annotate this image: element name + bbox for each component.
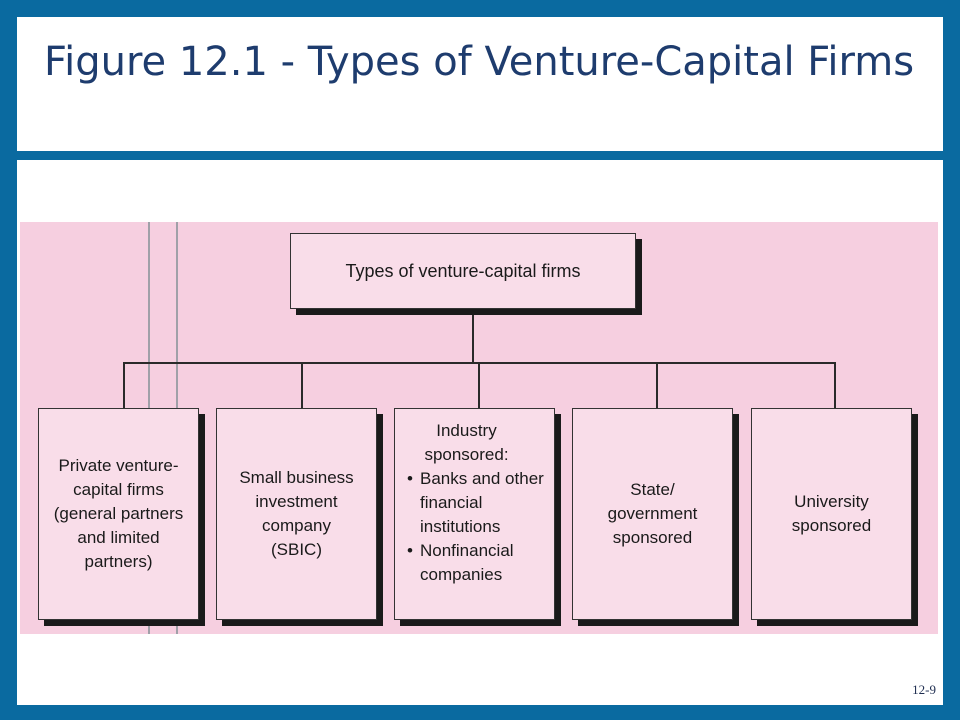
slide-number: 12-9: [912, 682, 936, 697]
connector-line: [472, 309, 474, 363]
slide-title: Figure 12.1 - Types of Venture-Capital F…: [44, 39, 915, 85]
connector-line: [123, 362, 125, 408]
connector-line: [656, 362, 658, 408]
connector-line: [478, 362, 480, 408]
connector-line: [834, 362, 836, 408]
node-university: University sponsored: [751, 408, 912, 620]
connector-line: [301, 362, 303, 408]
node-label: Private venture- capital firms (general …: [53, 456, 184, 571]
node-state-government: State/ government sponsored: [572, 408, 733, 620]
list-item: Nonfinancial companies: [407, 539, 546, 587]
title-panel: Figure 12.1 - Types of Venture-Capital F…: [17, 17, 943, 151]
node-industry-sponsored: Industry sponsored: Banks and other fina…: [394, 408, 555, 620]
node-private-venture-capital: Private venture- capital firms (general …: [38, 408, 199, 620]
org-chart-diagram: Types of venture-capital firms Private v…: [20, 222, 938, 634]
list-item: Banks and other financial institutions: [407, 467, 546, 539]
node-label: State/ government sponsored: [607, 480, 698, 547]
industry-list: Banks and other financial institutions N…: [407, 467, 546, 587]
root-node-label: Types of venture-capital firms: [345, 260, 581, 281]
node-sbic: Small business investment company (SBIC): [216, 408, 377, 620]
node-label: University sponsored: [791, 492, 872, 535]
root-node: Types of venture-capital firms: [290, 233, 636, 309]
node-label: Small business investment company (SBIC): [239, 468, 354, 559]
node-label: Industry sponsored:: [424, 421, 509, 464]
